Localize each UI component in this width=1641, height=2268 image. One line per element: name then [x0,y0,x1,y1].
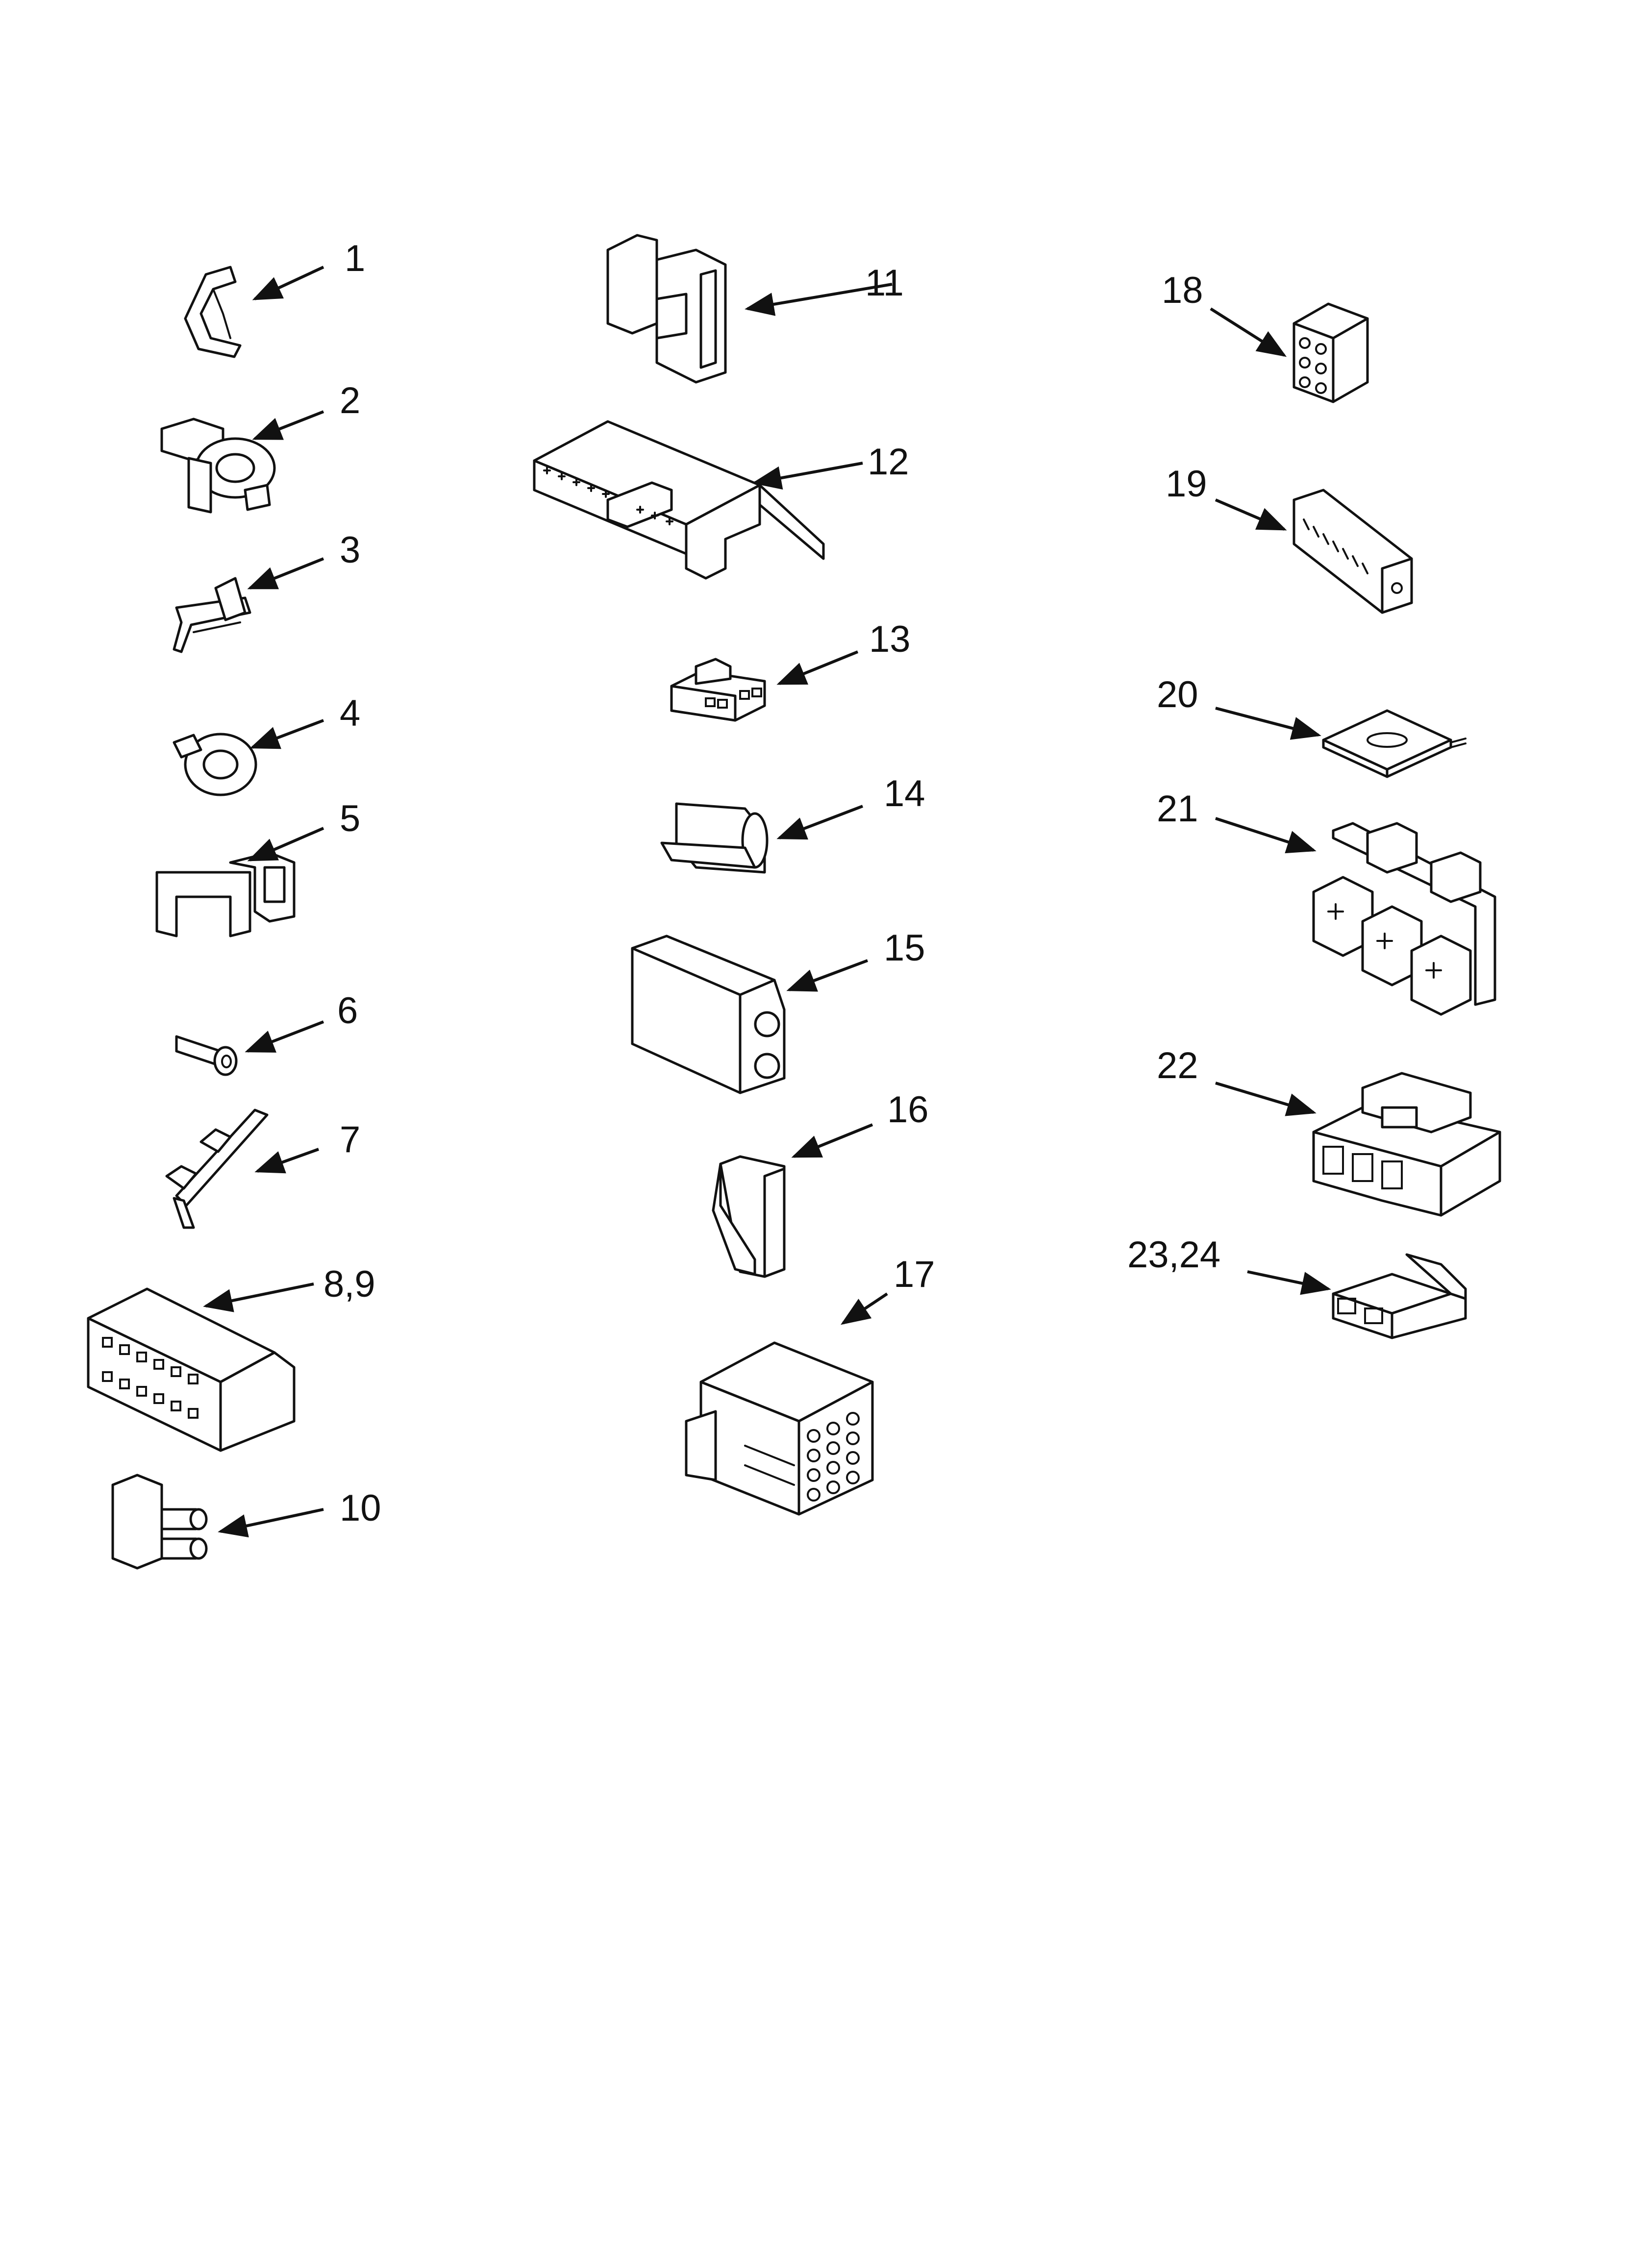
part-6-push-rivet-icon [175,1020,324,1076]
part-15-two-way-connector-icon [631,935,869,1094]
part-label-5: 5 [340,798,361,839]
part-label-16: 16 [887,1089,929,1131]
part-19-edge-connector-icon [1215,489,1413,614]
part-12-terminal-strip-housing-icon [533,420,863,580]
part-label-22: 22 [1157,1045,1198,1086]
part-label-2: 2 [340,380,361,421]
part-4-grommet-icon [173,719,324,796]
part-label-1: 1 [345,238,366,279]
part-10-two-pin-plug-icon [111,1474,324,1570]
part-7-retainer-strip-icon [165,1109,320,1229]
part-23-24-double-socket-connector-icon [1247,1253,1467,1339]
part-label-18: 18 [1162,270,1203,311]
part-11-connector-housing-icon [606,234,893,384]
part-20-mounting-plate-icon [1215,707,1467,778]
part-label-6: 6 [337,990,358,1032]
part-label-14: 14 [884,773,925,814]
part-21-triple-socket-bracket-icon [1215,817,1496,1016]
part-label-11: 11 [865,262,904,304]
part-label-21: 21 [1157,788,1198,830]
part-label-10: 10 [340,1487,381,1529]
part-2-harness-clip-icon [160,410,324,514]
part-label-19: 19 [1166,463,1207,505]
part-14-split-sleeve-icon [660,802,864,874]
part-8-9-multi-pin-connector-icon [87,1282,314,1452]
part-18-six-way-plug-icon [1210,302,1369,403]
part-label-15: 15 [884,927,925,969]
part-label-20: 20 [1157,674,1198,715]
part-label-12: 12 [868,441,909,483]
part-label-17: 17 [894,1254,935,1295]
part-label-4: 4 [340,692,361,734]
part-label-23-24: 23,24 [1127,1234,1221,1276]
part-label-13: 13 [869,618,911,660]
part-3-spring-clip-icon [173,557,324,653]
part-1-wire-clip-icon [184,266,324,358]
part-13-eight-pin-connector-icon [670,650,859,722]
part-16-latch-clip-icon [712,1123,873,1278]
part-17-twelve-pin-connector-icon [685,1292,888,1516]
part-22-three-way-housing-icon [1215,1072,1501,1217]
part-label-3: 3 [340,529,361,571]
part-5-wire-tie-clip-icon [155,827,324,937]
part-label-8-9: 8,9 [323,1263,375,1305]
part-label-7: 7 [340,1119,361,1160]
